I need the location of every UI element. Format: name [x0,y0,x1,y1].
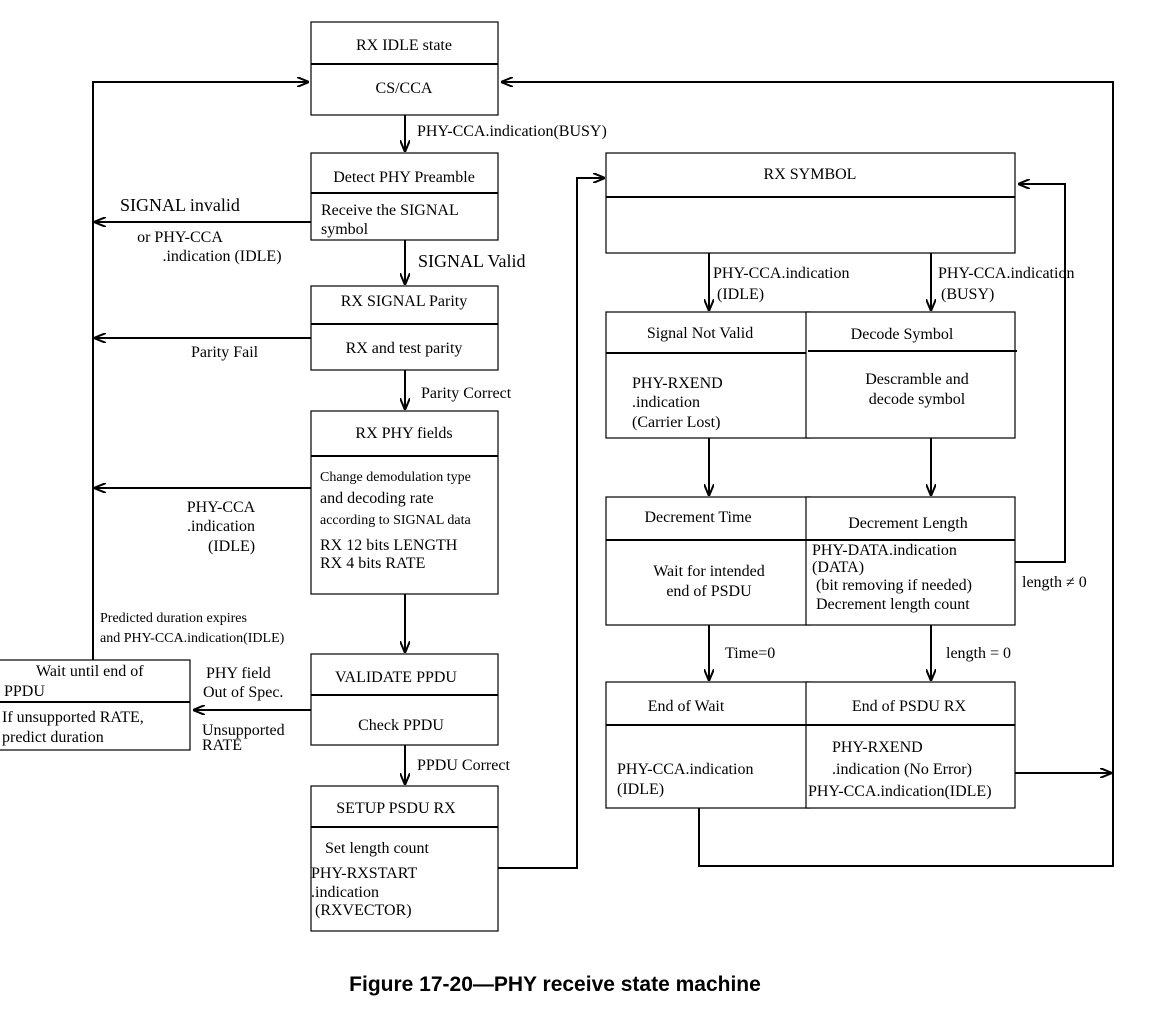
label-time-zero: Time=0 [725,645,775,662]
state-title: Decrement Length [848,515,968,532]
state-text: .indication (No Error) [832,761,972,778]
label-phy-field: PHY field [206,665,271,682]
state-title: RX SYMBOL [764,166,857,183]
setup-to-symbol-line [498,178,604,869]
state-title: RX SIGNAL Parity [341,293,468,310]
state-text: PHY-RXSTART [311,865,417,882]
state-text: .indication [632,394,700,411]
state-text: (Carrier Lost) [632,414,720,431]
state-title: RX PHY fields [355,425,452,442]
state-decrement-time: Decrement Time Wait for intended end of … [605,496,811,626]
state-decode-symbol: Decode Symbol Descramble and decode symb… [805,311,1017,439]
state-text: (IDLE) [617,781,664,798]
state-text: Descramble and [865,371,969,388]
label-signal-invalid-idle: .indication (IDLE) [162,248,281,265]
state-text: (DATA) [812,559,864,576]
state-text: Wait for intended [653,563,765,580]
state-text: Change demodulation type [320,470,471,485]
state-text: predict duration [2,729,104,746]
state-text: Check PPDU [358,717,444,734]
return-line-right [502,82,1114,867]
state-setup-psdu-rx: SETUP PSDU RX Set length count PHY-RXSTA… [310,785,499,932]
state-text: If unsupported RATE, [2,709,144,726]
state-title: End of Wait [648,698,725,715]
state-end-psdu-rx: End of PSDU RX PHY-RXEND .indication (No… [805,681,1016,809]
state-rx-idle: RX IDLE state CS/CCA [310,21,499,116]
label-predicted-duration: Predicted duration expires [100,611,247,626]
label-fields-idle: PHY-CCA [187,499,256,516]
state-text: and decoding rate [320,490,434,507]
state-text: Decrement length count [816,596,970,613]
label-predicted-duration: and PHY-CCA.indication(IDLE) [100,631,285,646]
state-text: decode symbol [869,391,966,408]
state-text: Receive the SIGNAL [321,202,459,219]
state-title: SETUP PSDU RX [336,800,456,817]
label-length-nonzero: length ≠ 0 [1022,574,1087,591]
state-text: RX and test parity [346,340,463,357]
state-end-of-wait: End of Wait PHY-CCA.indication (IDLE) [605,681,811,809]
state-text: PHY-CCA.indication [617,761,753,778]
state-title: RX IDLE state [356,37,452,54]
state-title: PPDU [4,683,45,700]
state-detect-preamble: Detect PHY Preamble Receive the SIGNAL s… [310,152,499,241]
state-text: RX 12 bits LENGTH [320,537,458,554]
label-cca-busy: PHY-CCA.indication(BUSY) [417,123,607,140]
label-ppdu-correct: PPDU Correct [417,757,510,774]
state-wait-end-ppdu: Wait until end of PPDU If unsupported RA… [0,659,191,751]
label-fields-idle: .indication [187,518,255,535]
state-title: Detect PHY Preamble [333,169,475,186]
state-title: Decrement Time [644,509,751,526]
state-validate-ppdu: VALIDATE PPDU Check PPDU [310,653,499,746]
label-signal-invalid: SIGNAL invalid [120,195,240,215]
state-text: PHY-DATA.indication [812,542,957,559]
label-rate: RATE [202,737,242,754]
state-title: VALIDATE PPDU [335,669,457,686]
state-text: PHY-CCA.indication(IDLE) [808,783,992,800]
state-text: RX 4 bits RATE [320,555,425,572]
state-rx-symbol: RX SYMBOL [605,152,1016,254]
label-sym-idle: (IDLE) [717,286,764,303]
label-sym-busy: PHY-CCA.indication [938,265,1074,282]
state-text: .indication [311,884,379,901]
state-decrement-length: Decrement Length PHY-DATA.indication (DA… [805,496,1016,626]
state-text: PHY-RXEND [832,739,923,756]
label-unsupported: Unsupported [202,722,285,739]
label-out-of-spec: Out of Spec. [203,684,283,701]
state-text: (RXVECTOR) [315,902,412,919]
state-title: End of PSDU RX [852,698,967,715]
label-sym-busy: (BUSY) [941,286,994,303]
state-signal-not-valid: Signal Not Valid PHY-RXEND .indication (… [605,311,811,439]
state-title: Wait until end of [36,663,144,680]
state-title: Signal Not Valid [647,325,753,342]
label-signal-invalid-cca: or PHY-CCA [137,229,223,246]
label-parity-fail: Parity Fail [191,344,259,361]
state-text: (bit removing if needed) [816,577,972,594]
figure-caption: Figure 17-20—PHY receive state machine [349,973,761,996]
state-rx-phy-fields: RX PHY fields Change demodulation type a… [310,410,499,595]
state-text: Set length count [325,840,430,857]
state-rx-signal-parity: RX SIGNAL Parity RX and test parity [310,285,499,371]
length-nonzero-loop [1015,184,1066,563]
label-signal-valid: SIGNAL Valid [418,251,526,271]
label-sym-idle: PHY-CCA.indication [713,265,849,282]
state-text: CS/CCA [376,80,433,97]
label-length-zero: length = 0 [946,645,1011,662]
label-parity-correct: Parity Correct [421,385,512,402]
state-text: according to SIGNAL data [320,513,471,528]
state-text: end of PSDU [666,583,752,600]
label-fields-idle: (IDLE) [208,538,255,555]
return-line-left [92,82,308,660]
state-text: PHY-RXEND [632,375,723,392]
state-text: symbol [321,221,369,238]
state-title: Decode Symbol [851,326,954,343]
